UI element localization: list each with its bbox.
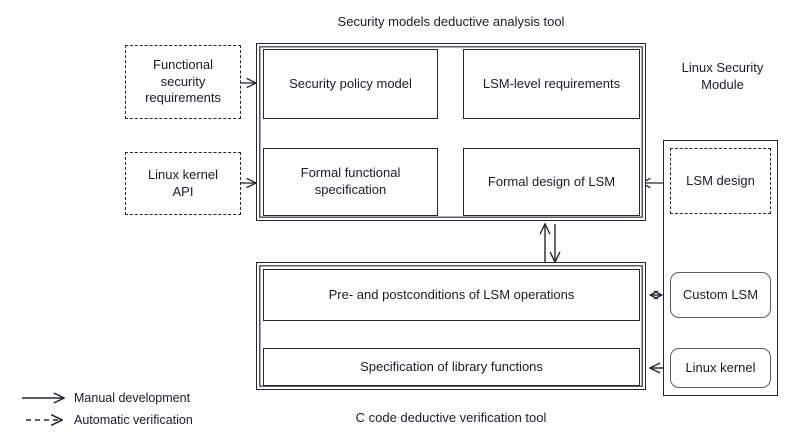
caption-analysis-tool: Security models deductive analysis tool [337,14,565,29]
node-custom-lsm[interactable]: Custom LSM [670,272,771,318]
node-formal-design-of-lsm[interactable]: Formal design of LSM [463,148,640,216]
caption-lsm-text: Linux Security Module [681,60,764,92]
dashed-arrow-icon [26,411,74,429]
node-pre-and-postconditions[interactable]: Pre- and postconditions of LSM operation… [263,269,640,321]
node-security-policy-model[interactable]: Security policy model [263,49,438,119]
legend: Manual development Automatic verificatio… [18,388,258,438]
solid-arrow-icon [22,389,74,407]
node-lsm-design[interactable]: LSM design [670,148,771,214]
node-lsm-level-requirements[interactable]: LSM-level requirements [463,49,640,119]
node-linux-kernel-api[interactable]: Linux kernel API [125,152,241,215]
legend-item-manual-development: Manual development [18,388,190,408]
caption-verification-tool: C code deductive verification tool [355,410,547,425]
legend-item-automatic-verification: Automatic verification [18,410,193,430]
node-formal-functional-specification[interactable]: Formal functional specification [263,148,438,216]
node-specification-of-library-functions[interactable]: Specification of library functions [263,348,640,386]
caption-linux-security-module: Linux Security Module [660,60,785,94]
node-functional-security-requirements[interactable]: Functional security requirements [125,45,241,119]
legend-label-manual-development: Manual development [74,391,191,405]
node-linux-kernel[interactable]: Linux kernel [670,348,771,388]
legend-label-automatic-verification: Automatic verification [74,413,193,427]
